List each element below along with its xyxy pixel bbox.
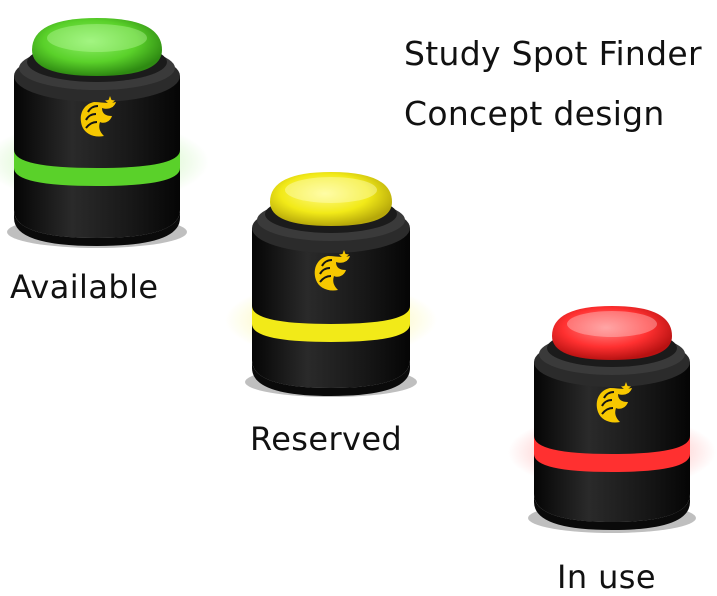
- status-dome: [32, 18, 162, 76]
- pegasus-logo-icon: [80, 96, 116, 137]
- status-band: [252, 306, 410, 342]
- status-band: [534, 436, 690, 472]
- status-light-in-use: [508, 306, 716, 533]
- status-light-available: [0, 18, 209, 248]
- status-light-reserved: [225, 172, 437, 397]
- status-label-in-use: In use: [557, 558, 656, 596]
- status-dome: [552, 306, 672, 360]
- status-band: [14, 150, 180, 186]
- pegasus-logo-icon: [596, 382, 632, 423]
- status-dome: [270, 172, 392, 226]
- concept-subtitle: Concept design: [404, 94, 665, 133]
- status-label-available: Available: [10, 268, 159, 306]
- status-label-reserved: Reserved: [250, 420, 403, 458]
- pegasus-logo-icon: [314, 250, 350, 291]
- concept-title: Study Spot Finder: [404, 34, 702, 73]
